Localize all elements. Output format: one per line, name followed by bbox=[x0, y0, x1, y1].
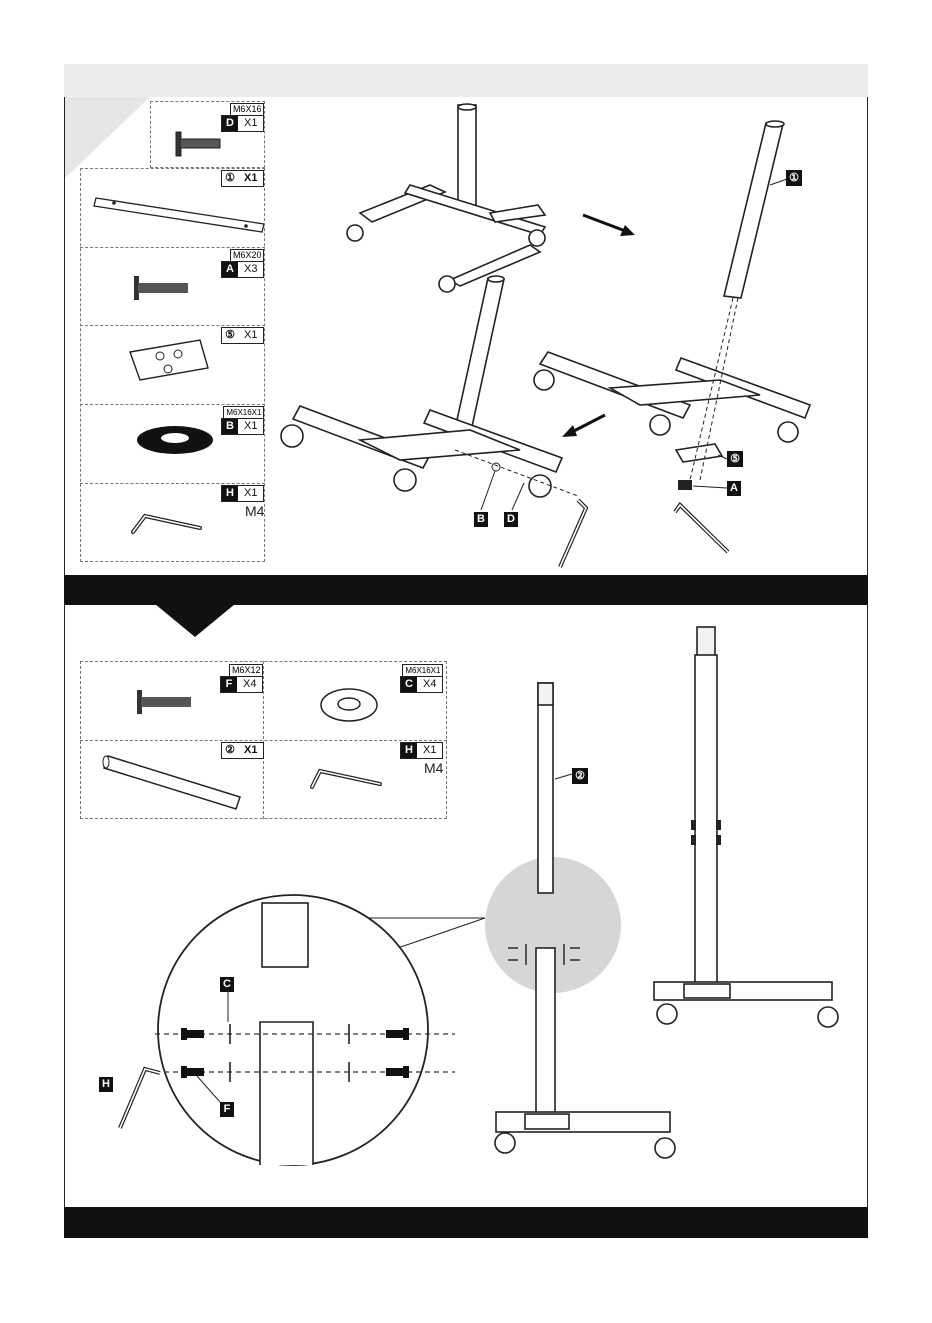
part-qty: X4 bbox=[237, 677, 262, 692]
callout-part-5: ⑤ bbox=[727, 451, 743, 467]
part-key: ① bbox=[222, 171, 238, 186]
part-qty: X1 bbox=[238, 116, 263, 131]
callout-b: B bbox=[474, 512, 488, 527]
part-key: H bbox=[401, 743, 417, 758]
part-key: ⑤ bbox=[222, 328, 238, 343]
part-spec: M6X16X1 bbox=[223, 406, 264, 418]
callout-f: F bbox=[220, 1102, 234, 1117]
part-note: M4 bbox=[245, 503, 264, 519]
callout-part-2: ② bbox=[572, 768, 588, 784]
parts-divider bbox=[80, 325, 265, 326]
part-qty: X4 bbox=[417, 677, 442, 692]
final-stand-drawing bbox=[654, 627, 838, 1027]
parts-divider bbox=[80, 404, 265, 405]
part-key: D bbox=[222, 116, 238, 131]
part-qty: X3 bbox=[238, 262, 263, 277]
part-spec: M6X16 bbox=[230, 103, 265, 115]
part-key: B bbox=[222, 419, 238, 434]
part-key: H bbox=[222, 486, 238, 501]
parts-divider bbox=[80, 483, 265, 484]
part-key: ② bbox=[222, 743, 238, 758]
part-qty: X1 bbox=[417, 743, 442, 758]
callout-a: A bbox=[727, 481, 741, 496]
part-qty: X1 bbox=[238, 419, 263, 434]
part-qty: X1 bbox=[238, 171, 263, 186]
stand-base-drawing-1 bbox=[347, 104, 545, 292]
callout-part-1: ① bbox=[786, 170, 802, 186]
part-key: C bbox=[401, 677, 417, 692]
callout-d: D bbox=[504, 512, 518, 527]
stand-assembled-drawing bbox=[281, 276, 562, 497]
part-spec: M6X20 bbox=[230, 249, 265, 261]
parts-divider bbox=[80, 247, 265, 248]
part-spec: M6X16X1 bbox=[402, 664, 443, 676]
part-note: M4 bbox=[424, 760, 443, 776]
callout-h: H bbox=[99, 1077, 113, 1092]
pole-exploded-drawing bbox=[534, 121, 810, 462]
part-qty: X1 bbox=[238, 328, 263, 343]
part-spec: M6X12 bbox=[229, 664, 264, 676]
part-key: A bbox=[222, 262, 238, 277]
part-key: F bbox=[221, 677, 237, 692]
callout-c: C bbox=[220, 977, 234, 992]
part-qty: X1 bbox=[238, 486, 263, 501]
part-qty: X1 bbox=[238, 743, 263, 758]
